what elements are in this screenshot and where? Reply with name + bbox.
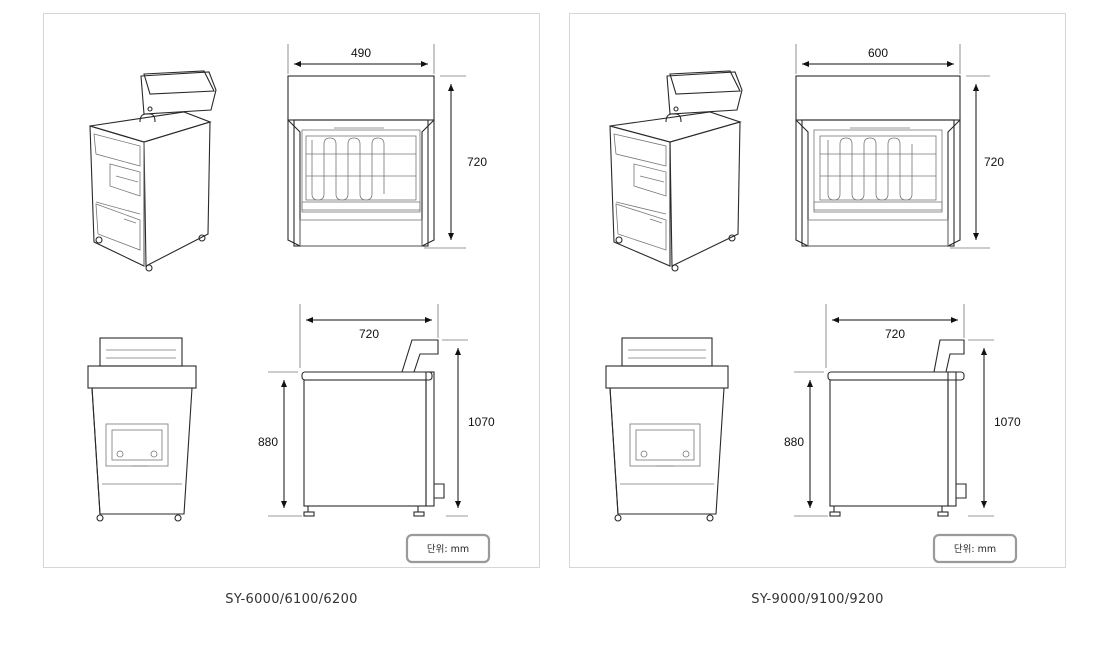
dimension-label-width: 600 [868,46,888,60]
model-caption-left: SY-6000/6100/6200 [225,592,358,607]
dimension-height-body: 880 [258,371,302,517]
spec-panel-left: 490 720 [43,13,540,568]
dimension-label-height-total: 1070 [994,415,1021,429]
side-view [827,339,967,517]
drawing-sheet-right: 600 720 [605,44,1021,564]
front-view [605,337,729,522]
dimension-depth-top: 720 [424,75,487,249]
isometric-view [609,70,743,272]
dimension-depth-top: 720 [950,75,1004,249]
unit-badge: 단위: mm [932,533,1018,564]
dimension-width-top: 490 [287,44,435,74]
dimension-label-height-total: 1070 [468,415,495,429]
front-top-view [287,75,435,247]
dimension-label-depth-side: 720 [885,327,905,341]
dimension-label-height-body: 880 [258,435,278,449]
unit-badge: 단위: mm [405,533,491,564]
dimension-height-total: 1070 [442,339,495,517]
dimension-depth-side: 720 [299,304,439,368]
front-view [87,337,197,522]
side-view [301,339,445,517]
isometric-view [89,70,217,272]
spec-panel-right: 600 720 [569,13,1066,568]
model-caption-right: SY-9000/9100/9200 [751,592,884,607]
dimension-depth-side: 720 [825,304,965,368]
front-top-view [795,75,961,247]
dimension-label-width: 490 [351,46,371,60]
dimension-height-total: 1070 [968,339,1021,517]
unit-label: 단위: mm [427,543,469,555]
drawing-sheet-left: 490 720 [87,44,495,564]
dimension-label-depth-side: 720 [359,327,379,341]
dimension-label-depth-top: 720 [467,155,487,169]
dimension-height-body: 880 [784,371,828,517]
dimension-label-height-body: 880 [784,435,804,449]
unit-label: 단위: mm [954,543,996,555]
dimension-label-depth-top: 720 [984,155,1004,169]
dimension-width-top: 600 [795,44,961,74]
